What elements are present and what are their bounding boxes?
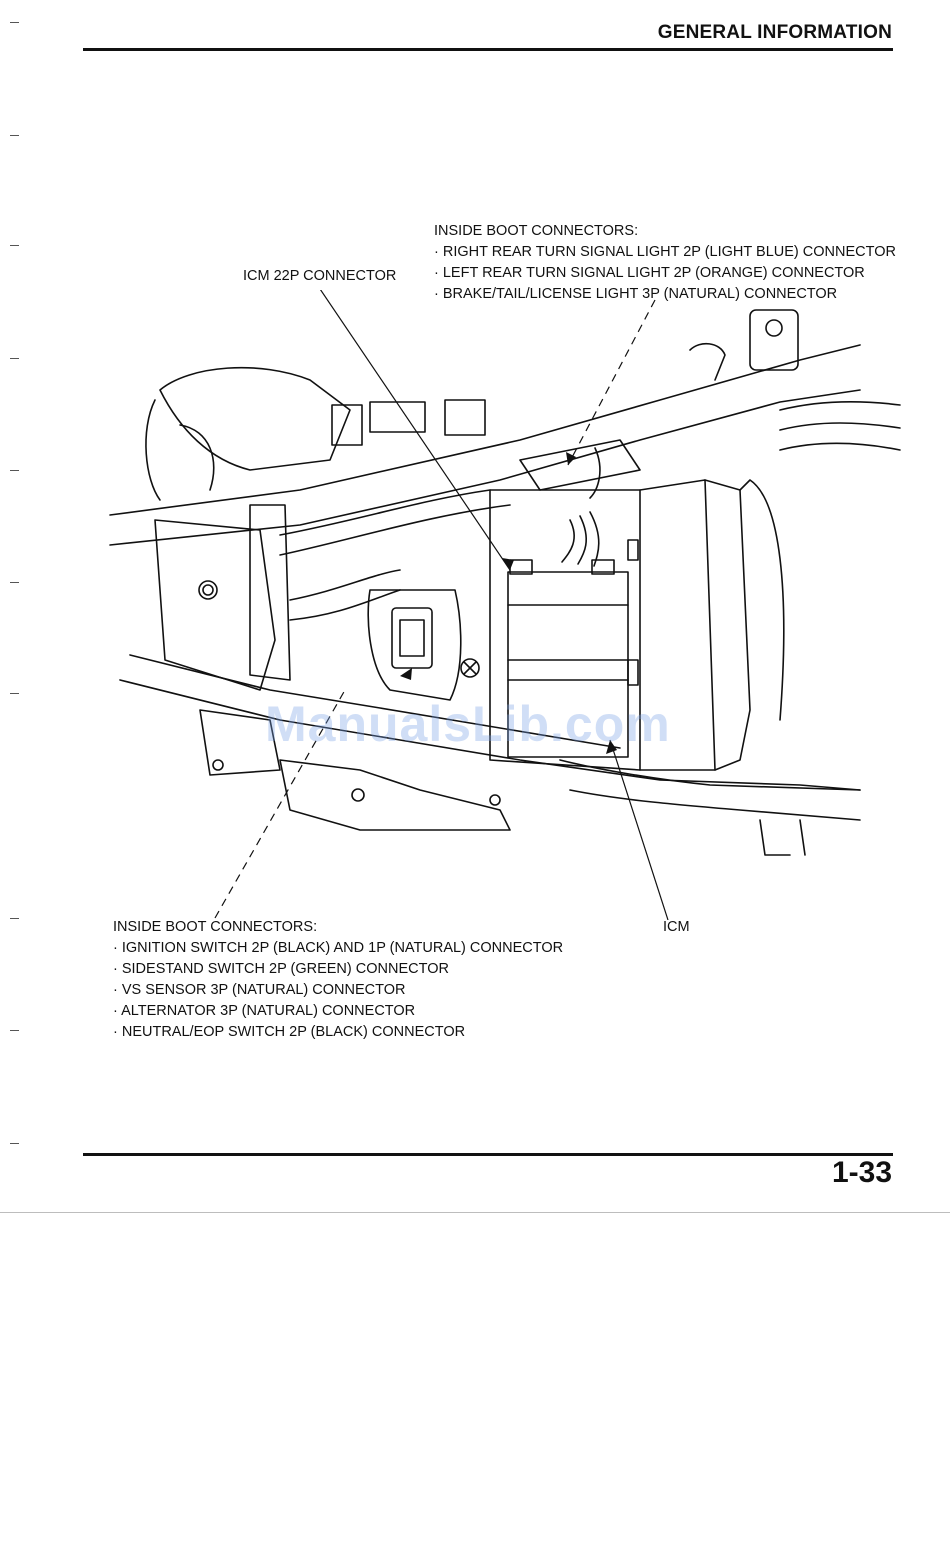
callout-heading: INSIDE BOOT CONNECTORS: [434,223,639,239]
callout-item: VS SENSOR 3P (NATURAL) CONNECTOR [113,980,563,1001]
watermark: ManualsLib.com [265,696,671,752]
wiring-diagram [109,290,901,920]
callout-item: RIGHT REAR TURN SIGNAL LIGHT 2P (LIGHT B… [434,242,896,263]
callout-inside-boot-front: INSIDE BOOT CONNECTORS: IGNITION SWITCH … [113,917,563,1043]
margin-mark [10,245,19,246]
header-rule [83,48,893,51]
callout-item: NEUTRAL/EOP SWITCH 2P (BLACK) CONNECTOR [113,1022,563,1043]
callout-item: IGNITION SWITCH 2P (BLACK) AND 1P (NATUR… [113,938,563,959]
callout-heading: INSIDE BOOT CONNECTORS: [113,919,318,935]
callout-item: BRAKE/TAIL/LICENSE LIGHT 3P (NATURAL) CO… [434,284,896,305]
margin-mark [10,918,19,919]
margin-mark [10,470,19,471]
margin-mark [10,582,19,583]
callout-item: SIDESTAND SWITCH 2P (GREEN) CONNECTOR [113,959,563,980]
margin-mark [10,1143,19,1144]
margin-mark [10,22,19,23]
footer-rule [83,1153,893,1156]
callout-icm-22p-connector: ICM 22P CONNECTOR [243,268,397,284]
page-number: 1-33 [831,1156,892,1189]
margin-mark [10,693,19,694]
section-title: GENERAL INFORMATION [657,22,892,43]
margin-mark [10,1030,19,1031]
callout-icm: ICM [663,919,690,935]
callout-inside-boot-rear: INSIDE BOOT CONNECTORS: RIGHT REAR TURN … [434,221,896,305]
callout-item: ALTERNATOR 3P (NATURAL) CONNECTOR [113,1001,563,1022]
scan-edge-line [0,1212,950,1213]
margin-mark [10,358,19,359]
margin-mark [10,135,19,136]
callout-item: LEFT REAR TURN SIGNAL LIGHT 2P (ORANGE) … [434,263,896,284]
